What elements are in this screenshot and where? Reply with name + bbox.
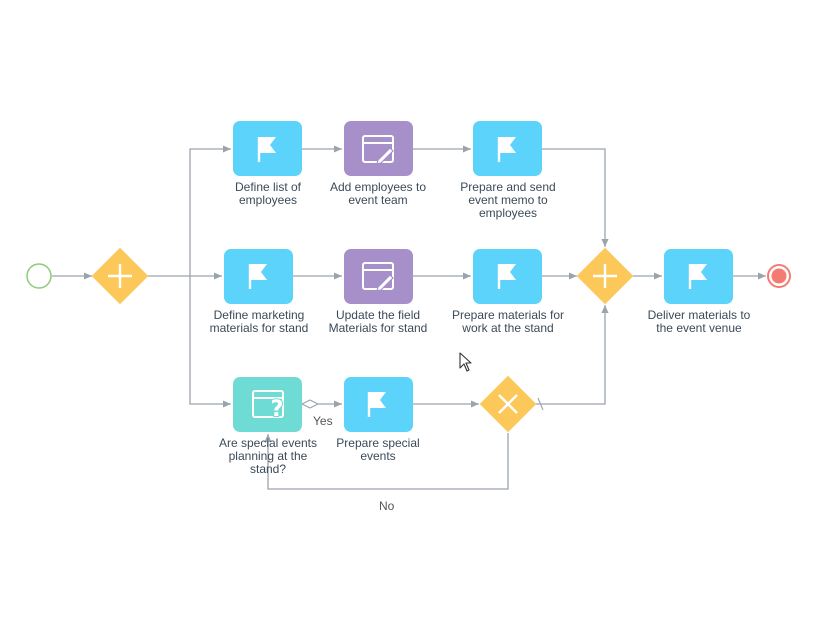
- edge-merge-to-join: [535, 305, 609, 405]
- connectors: [52, 145, 766, 490]
- edge-memo-to-join: [542, 148, 609, 247]
- edge-fork-to-define-list: [189, 145, 231, 276]
- task-add-employees[interactable]: [344, 121, 413, 176]
- task-prepare-special[interactable]: [344, 377, 413, 432]
- conditional-flow-diamond: [300, 399, 320, 409]
- parallel-fork-gateway[interactable]: [91, 247, 149, 305]
- edge-label-no: No: [379, 499, 395, 513]
- edge-fork-to-special-question: [189, 276, 231, 408]
- default-flow-marker: [537, 397, 544, 411]
- task-define-marketing[interactable]: [224, 249, 293, 304]
- task-prepare-memo[interactable]: [473, 121, 542, 176]
- start-event[interactable]: [26, 263, 52, 289]
- task-special-question[interactable]: [233, 377, 302, 432]
- edge-no-loop: [264, 433, 509, 490]
- task-deliver[interactable]: [664, 249, 733, 304]
- task-update-field[interactable]: [344, 249, 413, 304]
- task-prepare-materials[interactable]: [473, 249, 542, 304]
- parallel-join-gateway[interactable]: [576, 247, 634, 305]
- exclusive-merge-gateway[interactable]: [479, 375, 537, 433]
- edge-label-yes: Yes: [313, 414, 333, 428]
- mouse-cursor-icon: [459, 352, 472, 372]
- task-define-list[interactable]: [233, 121, 302, 176]
- end-event[interactable]: [767, 264, 791, 288]
